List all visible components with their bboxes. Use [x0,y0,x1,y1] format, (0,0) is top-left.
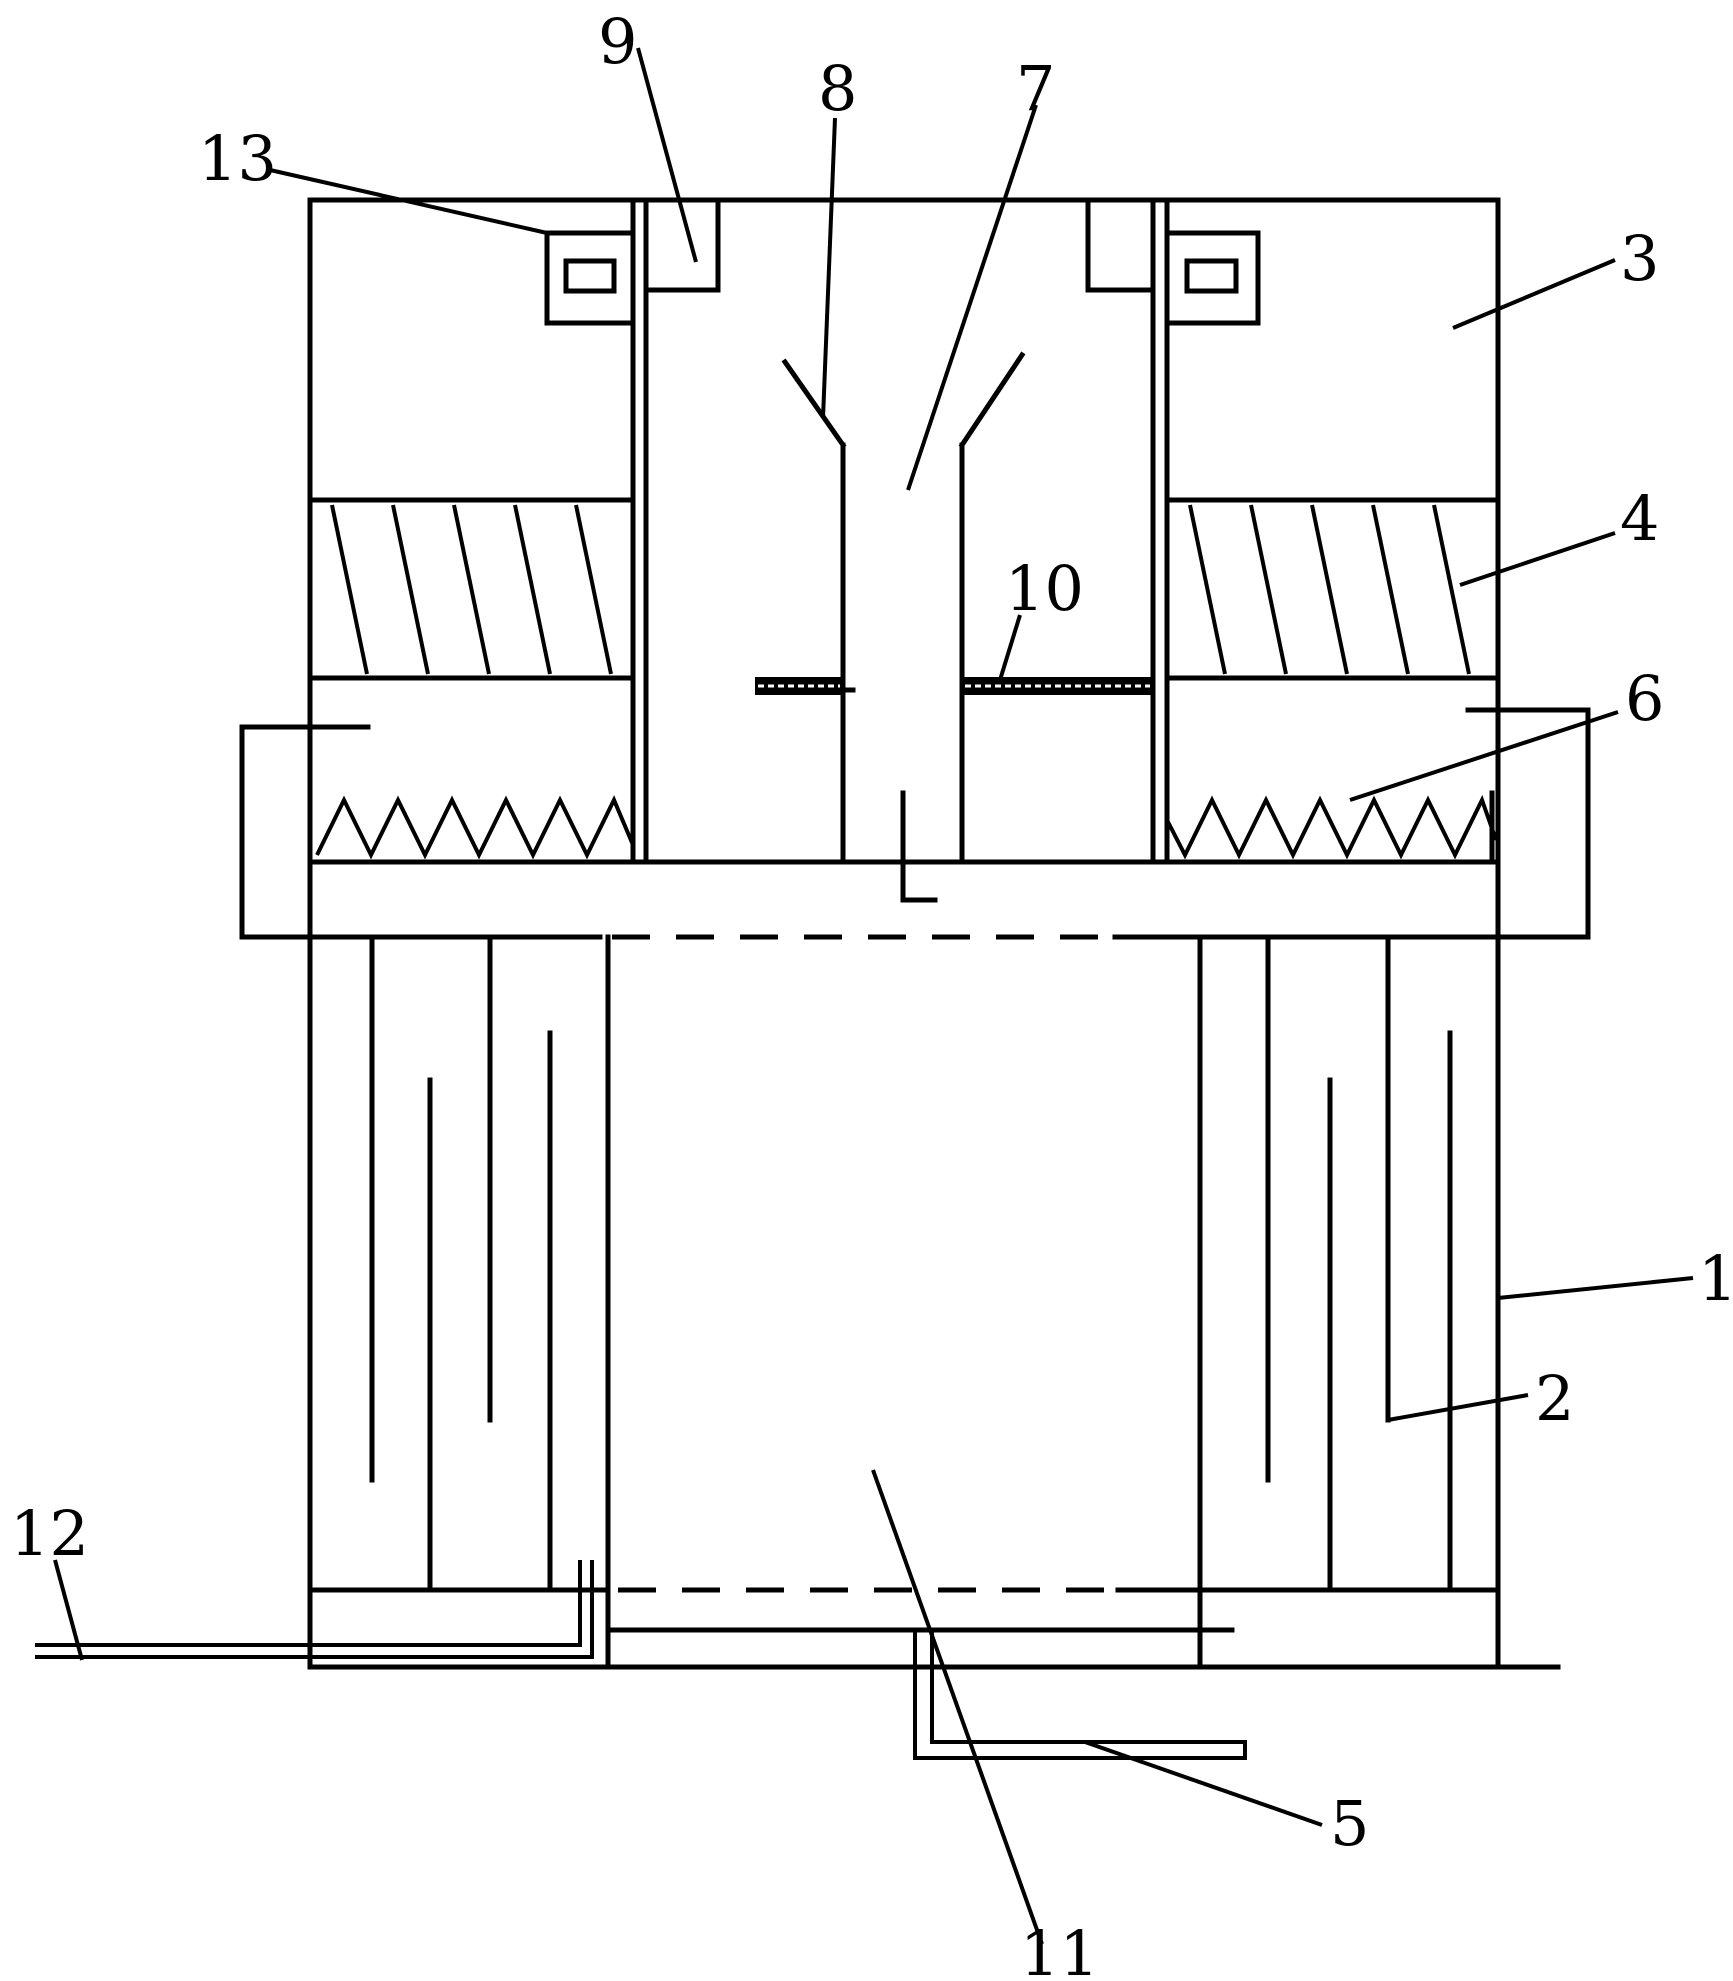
left-baffle-plates [369,934,553,1593]
label-9: 9 [598,5,637,78]
right-side-pipe [1465,707,1591,940]
label-8: 8 [818,52,857,125]
label-1: 1 [1698,1242,1733,1315]
right-indicator-box [1164,230,1261,326]
outer-casing [307,197,1561,1670]
label-7: 7 [1016,52,1055,125]
label-5: 5 [1330,1787,1369,1860]
label-2: 2 [1535,1362,1574,1435]
label-13: 13 [198,122,277,195]
central-tube [840,442,965,903]
left-side-pipe [239,724,371,940]
right-top-bracket [1085,197,1156,293]
left-filter-layer [330,504,613,675]
left-indicator-box [544,230,636,326]
label-11: 11 [1020,1917,1099,1981]
inlet-pipe [913,1630,1247,1760]
right-baffle-plates [1265,934,1453,1593]
right-filter-layer [1188,504,1471,675]
horizontal-pipe [755,677,1153,695]
left-zigzag-distributor [315,795,635,860]
label-10: 10 [1005,552,1084,625]
right-upper-chamber [1150,197,1501,865]
left-upper-chamber [307,197,649,865]
funnel-mouth [781,351,1026,449]
outlet-pipe [35,1560,594,1659]
lower-plate [307,1587,1501,1633]
leader-lines [53,47,1694,1945]
middle-plate [239,859,1501,940]
label-3: 3 [1620,222,1659,295]
reference-numerals: 1 2 3 4 5 6 7 8 9 10 11 12 13 [10,5,1733,1981]
right-zigzag-distributor [1165,794,1498,860]
left-top-bracket [643,197,721,293]
label-12: 12 [10,1497,89,1570]
label-6: 6 [1625,662,1664,735]
label-4: 4 [1620,482,1659,555]
